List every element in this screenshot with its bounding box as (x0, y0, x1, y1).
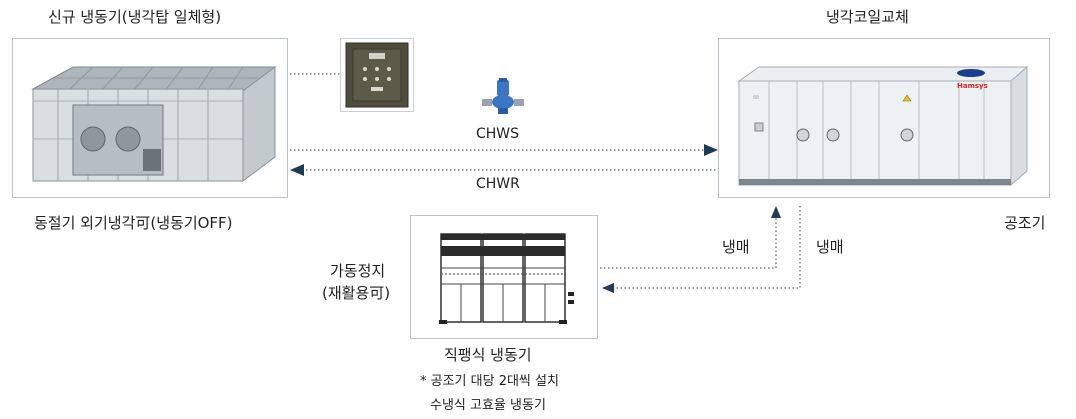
dx-chiller-box (410, 215, 598, 339)
right-unit-title: 냉각코일교체 (826, 8, 909, 26)
chws-label: CHWS (476, 126, 520, 142)
control-panel (340, 38, 414, 112)
left-unit-title: 신규 냉동기(냉각탑 일체형) (48, 8, 222, 26)
dx-unit-title: 직팽식 냉동기 (444, 346, 532, 364)
dx-status-line1: 가동정지 (330, 262, 386, 280)
control-panel-image (345, 42, 409, 108)
ahu-brand-text: Hamsys (957, 82, 988, 90)
refrigerant-left-arrow-head (602, 283, 614, 293)
chwr-arrow-head (290, 164, 304, 176)
refrigerant-up-arrow-head (771, 206, 781, 218)
refrigerant-label-left: 냉매 (722, 238, 750, 256)
new-chiller-box (12, 38, 288, 198)
dx-status-line2: (재활용可) (322, 284, 391, 302)
chws-arrow-head (704, 144, 718, 156)
refrigerant-return-line (616, 206, 801, 289)
refrigerant-label-right: 냉매 (816, 238, 844, 256)
dx-unit-note-2: 수냉식 고효율 냉동기 (430, 398, 546, 413)
ahu-image: Hamsys (737, 65, 1029, 187)
pump-icon (480, 78, 526, 118)
right-unit-caption: 공조기 (1004, 214, 1046, 232)
dx-chiller-image (439, 233, 574, 324)
dx-unit-note-1: * 공조기 대당 2대씩 설치 (420, 374, 559, 389)
ahu-box: Hamsys (718, 38, 1050, 198)
chiller-tower-image (31, 66, 277, 182)
refrigerant-supply-line (600, 218, 777, 269)
left-unit-caption: 동절기 외기냉각可(냉동기OFF) (34, 214, 233, 232)
chwr-label: CHWR (476, 176, 520, 192)
